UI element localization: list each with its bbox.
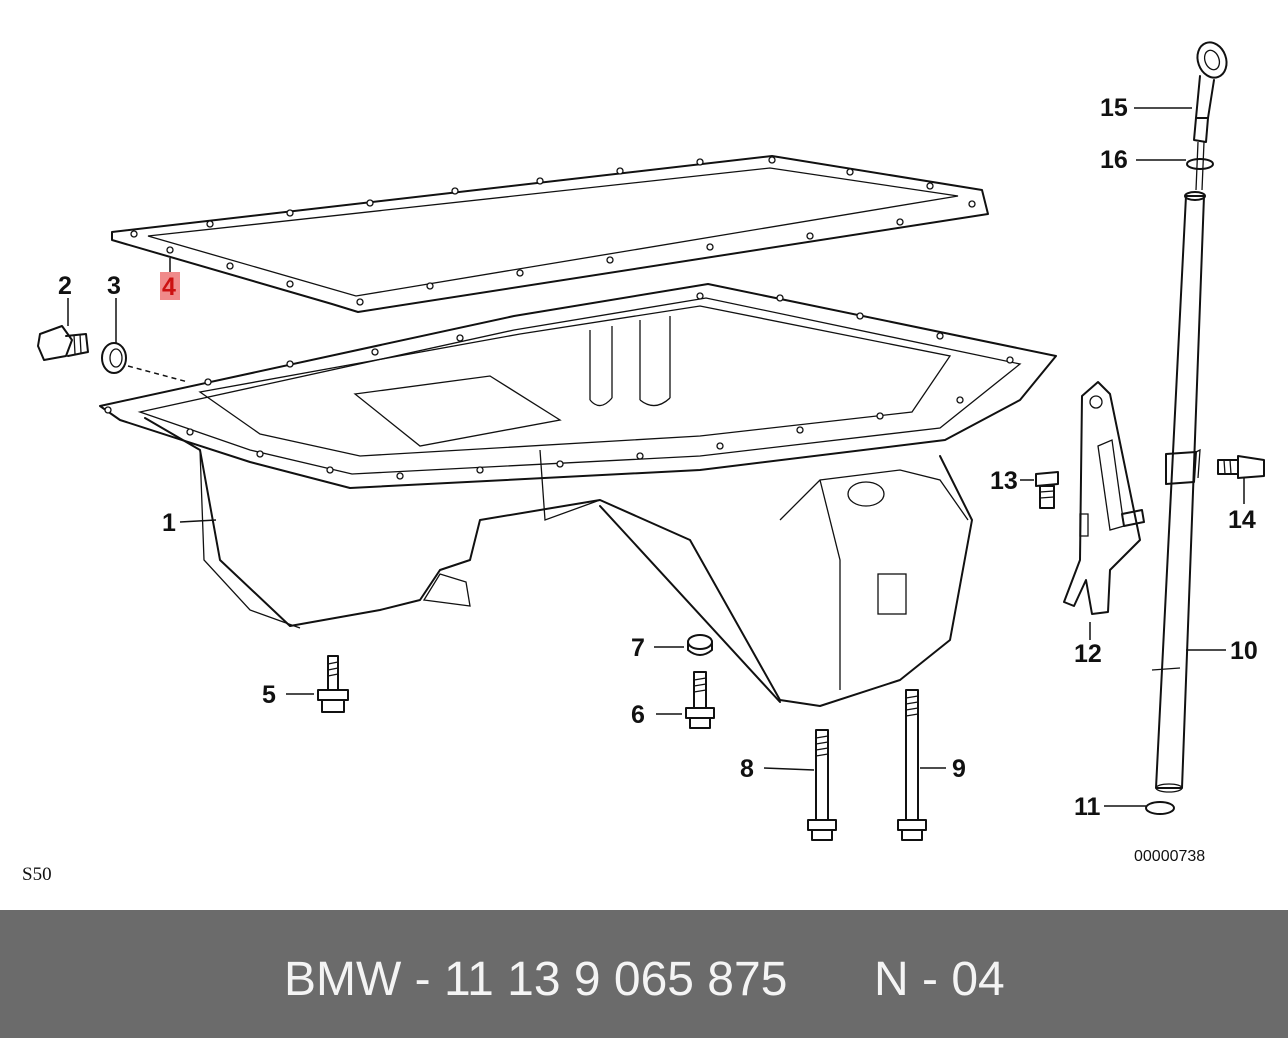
callout-12[interactable]: 12 (1074, 640, 1102, 668)
callout-7[interactable]: 7 (631, 634, 645, 662)
bolt-part-14[interactable] (1217, 455, 1265, 479)
gasket-part-4[interactable] (111, 155, 989, 313)
footer-bar (0, 910, 1288, 1038)
callout-11[interactable]: 11 (1074, 793, 1101, 821)
stud-part-9[interactable] (897, 689, 927, 841)
leader-lines (67, 107, 1245, 807)
exploded-view-drawing: 1 2 3 4 5 6 7 8 9 10 11 12 13 14 15 16 (37, 38, 1265, 841)
callout-1[interactable]: 1 (162, 509, 176, 537)
callout-14[interactable]: 14 (1228, 506, 1256, 534)
bolt-part-13[interactable] (1035, 471, 1059, 509)
guide-tube-part-10[interactable] (1151, 191, 1206, 793)
seal-ring-part-3[interactable] (101, 342, 189, 383)
callout-4[interactable]: 4 (162, 273, 176, 301)
stud-part-8[interactable] (807, 729, 837, 841)
callout-10[interactable]: 10 (1230, 637, 1258, 665)
callout-8[interactable]: 8 (740, 755, 754, 783)
callout-13[interactable]: 13 (990, 467, 1018, 495)
bolt-part-6[interactable] (685, 671, 715, 729)
parts-diagram: 1 2 3 4 5 6 7 8 9 10 11 12 13 14 15 16 S… (22, 38, 1265, 885)
callout-16[interactable]: 16 (1100, 146, 1128, 174)
model-code: S50 (22, 864, 52, 885)
dipstick-part-15[interactable] (1193, 38, 1232, 191)
callout-6[interactable]: 6 (631, 701, 645, 729)
callout-2[interactable]: 2 (58, 272, 72, 300)
o-ring-part-11[interactable] (1145, 801, 1175, 815)
drawing-number: 00000738 (1134, 848, 1206, 865)
bracket-part-12[interactable] (1063, 381, 1145, 615)
position-code-text: N - 04 (874, 953, 1005, 1006)
bolt-part-5[interactable] (317, 655, 349, 713)
callout-3[interactable]: 3 (107, 272, 121, 300)
drain-plug-part-2[interactable] (37, 325, 89, 361)
washer-part-7[interactable] (687, 634, 713, 656)
callout-9[interactable]: 9 (952, 755, 966, 783)
callout-labels: 1 2 3 4 5 6 7 8 9 10 11 12 13 14 15 16 (58, 94, 1258, 821)
callout-5[interactable]: 5 (262, 681, 276, 709)
part-number-text: BMW - 11 13 9 065 875 (284, 953, 788, 1006)
callout-highlight (160, 272, 180, 300)
o-ring-part-16[interactable] (1186, 158, 1214, 170)
oil-pan-part-1[interactable] (99, 283, 1057, 707)
callout-15[interactable]: 15 (1100, 94, 1128, 122)
